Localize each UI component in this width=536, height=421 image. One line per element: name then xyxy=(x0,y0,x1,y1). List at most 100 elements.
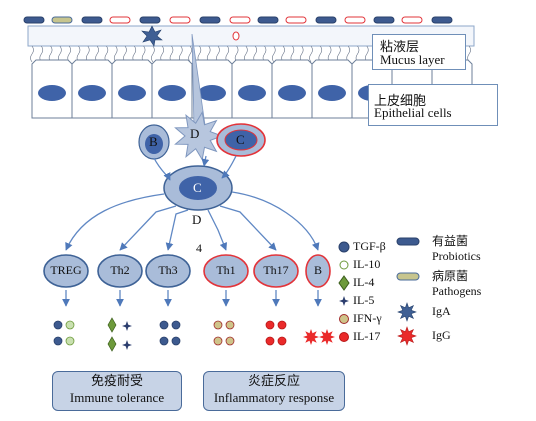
epithelial-nucleus xyxy=(198,85,226,101)
il10-circle-icon xyxy=(65,320,75,330)
ifn-circle-icon xyxy=(225,320,235,330)
igg-legend-icon xyxy=(397,326,417,346)
subset-cell-treg xyxy=(43,254,89,288)
epithelial-nucleus xyxy=(158,85,186,101)
il4-legend-icon xyxy=(338,275,350,291)
c-cell-center xyxy=(163,165,233,211)
ifn-circle-icon xyxy=(213,320,223,330)
epithelial-callout xyxy=(368,84,498,126)
tgf-circle-icon xyxy=(53,336,63,346)
il5-star-icon xyxy=(122,340,132,350)
subset-label-b: B xyxy=(313,263,322,277)
subset-label-treg: TREG xyxy=(50,263,82,277)
il17-circle-icon xyxy=(265,320,275,330)
bacterium-icon xyxy=(257,16,279,24)
il17-circle-icon xyxy=(265,336,275,346)
bacterium-icon xyxy=(344,16,366,24)
flow-arrow xyxy=(65,193,165,251)
subset-cell-th1 xyxy=(203,254,249,288)
bacterium-icon xyxy=(199,16,221,24)
probiotics-legend-en: Probiotics xyxy=(432,249,481,263)
inflammatory-response-cn: 炎症反应 xyxy=(247,373,300,388)
igg-legend-en: IgG xyxy=(432,328,451,342)
probiotics-legend-cn: 有益菌 xyxy=(432,234,469,248)
il5-legend-icon xyxy=(339,296,349,306)
bacterium-icon xyxy=(109,16,131,24)
mucus-strand xyxy=(188,45,192,63)
ifn-legend-icon xyxy=(339,314,349,324)
c-top-label: C xyxy=(236,132,245,147)
subset-label-th3: Th3 xyxy=(158,263,178,277)
flow-arrow xyxy=(153,157,171,181)
tgf-circle-icon xyxy=(171,336,181,346)
bacterium-icon xyxy=(51,16,73,24)
flow-arrow xyxy=(231,191,320,251)
c-center-label: C xyxy=(193,180,202,195)
ifn-circle-icon xyxy=(225,336,235,346)
subset-label-th17: Th17 xyxy=(263,263,289,277)
subset-cell-th17 xyxy=(253,254,299,288)
immune-tolerance-en: Immune tolerance xyxy=(69,390,165,405)
epithelial-label-cn: 上皮细胞 xyxy=(374,93,427,108)
pathogen-in-mucus xyxy=(232,31,240,41)
il10-circle-icon xyxy=(65,336,75,346)
pathogens-legend-en: Pathogens xyxy=(432,284,482,298)
mucus-callout xyxy=(372,34,466,70)
legend-icons xyxy=(338,237,420,346)
il10-legend-label: IL-10 xyxy=(353,257,381,271)
probiotics-legend-icon xyxy=(396,237,420,246)
tgf-circle-icon xyxy=(171,320,181,330)
igg-spiky-icon xyxy=(303,329,319,345)
bacterium-icon xyxy=(373,16,395,24)
tgf-circle-icon xyxy=(159,320,169,330)
mucus-strand xyxy=(113,45,118,63)
mucus-label-cn: 粘液层 xyxy=(380,39,420,54)
flow-arrow xyxy=(165,209,189,251)
d-top-label: D xyxy=(190,126,200,141)
epithelial-label-en: Epithelial cells xyxy=(374,105,452,120)
d-cell-top xyxy=(174,111,224,161)
tgf-circle-icon xyxy=(53,320,63,330)
tgf-legend-icon xyxy=(338,241,350,253)
iga-legend-icon xyxy=(397,302,417,322)
arrows xyxy=(62,155,322,307)
bacterium-icon xyxy=(139,16,161,24)
mucus-label-en: Mucus layer xyxy=(380,52,445,67)
bacterium-icon xyxy=(23,16,45,24)
bacterium-icon xyxy=(431,16,453,24)
b-cell-top xyxy=(138,124,170,160)
il4-legend-label: IL-4 xyxy=(353,275,375,289)
pathogens-legend-cn: 病原菌 xyxy=(432,269,469,283)
epithelial-nucleus xyxy=(278,85,306,101)
cytokine-groups xyxy=(53,317,335,352)
flow-arrow xyxy=(119,205,177,251)
il10-legend-icon xyxy=(339,260,349,270)
il5-star-icon xyxy=(122,321,132,331)
mucus-strand xyxy=(272,45,276,63)
mucus-strand xyxy=(151,45,155,63)
iga-legend-en: IgA xyxy=(432,304,451,318)
il17-legend-label: IL-17 xyxy=(353,329,381,343)
tgf-circle-icon xyxy=(159,336,169,346)
il17-circle-icon xyxy=(277,336,287,346)
subset-cell-th3 xyxy=(145,254,191,288)
epithelial-nucleus xyxy=(318,85,346,101)
inflammatory-response-box: 炎症反应 Inflammatory response xyxy=(203,371,345,411)
flow-arrow xyxy=(221,155,237,179)
c-cell-top xyxy=(216,123,266,157)
tgf-legend-label: TGF-β xyxy=(353,239,386,253)
ifn-legend-label: IFN-γ xyxy=(353,311,382,325)
igg-spiky-icon xyxy=(319,329,335,345)
epithelial-nucleus xyxy=(38,85,66,101)
mucus-strand xyxy=(309,45,313,63)
bacterium-icon xyxy=(285,16,307,24)
il17-circle-icon xyxy=(277,320,287,330)
flow-arrow xyxy=(201,155,210,167)
flow-arrow xyxy=(219,205,277,251)
subset-label-th2: Th2 xyxy=(110,263,130,277)
bacterium-icon xyxy=(81,16,103,24)
pathogens-legend-icon xyxy=(396,272,420,281)
number-4-label: 4 xyxy=(196,241,202,255)
epithelial-nucleus xyxy=(118,85,146,101)
